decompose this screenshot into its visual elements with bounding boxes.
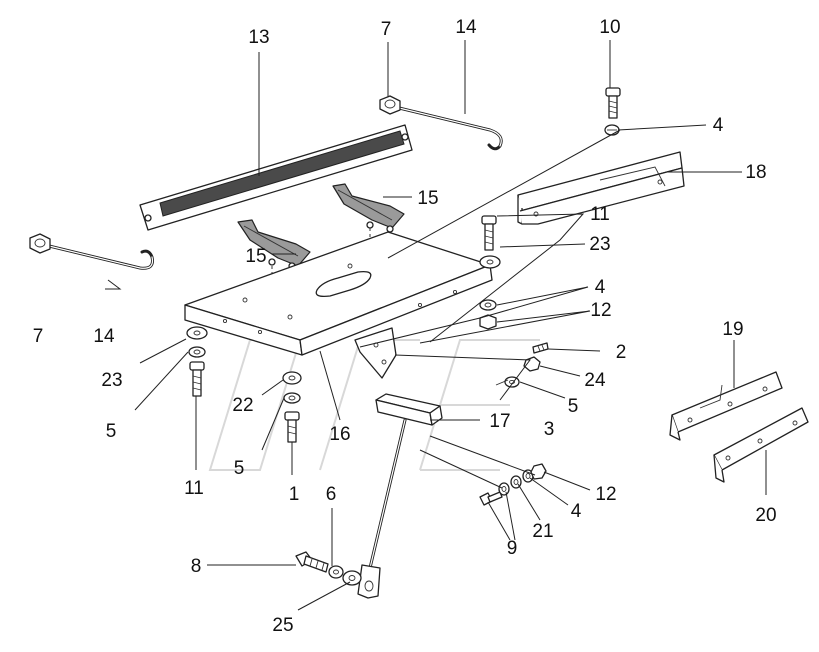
callout-20: 20 <box>755 505 776 526</box>
part-18-channel-bracket <box>517 151 685 225</box>
callout-3: 3 <box>544 419 555 440</box>
callout-7-top: 7 <box>381 19 392 40</box>
part-11-bolt-left <box>189 361 205 397</box>
callout-9: 9 <box>507 538 518 559</box>
part-11-bolt-right <box>481 215 497 251</box>
part-8-bolt <box>295 551 329 573</box>
part-4-washer-right <box>479 299 497 311</box>
callout-16: 16 <box>329 424 350 445</box>
part-6-washer <box>328 565 344 579</box>
part-3-bracket <box>354 327 397 379</box>
part-20-flat-bar <box>713 407 809 483</box>
callout-15-right: 15 <box>417 188 438 209</box>
callout-labels: 13 7 14 10 4 18 15 11 15 23 4 12 7 14 2 … <box>33 17 777 636</box>
part-14-j-hook-top <box>379 95 503 151</box>
callout-6: 6 <box>326 484 337 505</box>
callout-24: 24 <box>584 370 606 391</box>
callout-19: 19 <box>722 319 743 340</box>
base-plate-tray <box>184 231 493 356</box>
part-21-washer-a <box>498 482 510 496</box>
part-24-nut <box>523 356 541 372</box>
part-14-j-hook-left <box>29 233 154 270</box>
part-1-bolt <box>284 411 300 443</box>
callout-4-top: 4 <box>713 115 724 136</box>
callout-4-bottom: 4 <box>571 501 582 522</box>
part-10-bolt <box>605 87 621 119</box>
part-13-strip-bar <box>139 124 413 231</box>
part-23-washer-left <box>186 326 208 340</box>
callout-5-center: 5 <box>234 458 245 479</box>
callout-12-mid: 12 <box>590 300 611 321</box>
callout-25: 25 <box>272 615 293 636</box>
callout-11-left: 11 <box>184 478 204 499</box>
part-12-nut-right <box>479 314 497 330</box>
part-12-nut-bottom <box>530 463 547 480</box>
part-22-washer <box>282 371 302 385</box>
part-4-washer-bottom <box>522 469 534 483</box>
callout-12-bottom: 12 <box>595 484 616 505</box>
leader-lines <box>105 40 767 611</box>
part-4-washer-top <box>604 124 620 136</box>
callout-18: 18 <box>745 162 766 183</box>
part-5-washer-center <box>283 392 301 404</box>
callout-15-left: 15 <box>245 246 266 267</box>
callout-17: 17 <box>489 411 510 432</box>
callout-10: 10 <box>599 17 620 38</box>
small-pin <box>495 379 509 386</box>
part-25-washer <box>342 570 362 586</box>
part-17-angle-bracket <box>375 393 443 426</box>
callout-14-top: 14 <box>455 17 477 38</box>
callout-5-left: 5 <box>106 421 117 442</box>
callout-22: 22 <box>232 395 253 416</box>
part-7-nut-top <box>379 95 401 115</box>
callout-2: 2 <box>616 342 627 363</box>
callout-14-left: 14 <box>93 326 115 347</box>
part-19-angle-plate <box>669 371 783 441</box>
callout-7-left: 7 <box>33 326 44 347</box>
callout-4-mid: 4 <box>595 277 606 298</box>
callout-1: 1 <box>289 484 300 505</box>
part-9-bolt <box>479 491 503 506</box>
part-7-nut-left <box>29 233 51 254</box>
callout-8: 8 <box>191 556 202 577</box>
callout-21: 21 <box>532 521 553 542</box>
part-23-washer-right <box>479 255 501 269</box>
part-16-support-rod <box>357 418 407 599</box>
callout-23-right: 23 <box>589 234 610 255</box>
part-5-washer-right <box>504 376 520 388</box>
callout-11-right: 11 <box>590 204 610 225</box>
callout-13: 13 <box>248 27 269 48</box>
part-5-washer-left <box>188 346 206 358</box>
callout-23-left: 23 <box>101 370 122 391</box>
part-2-bolt <box>532 342 549 354</box>
callout-5-right: 5 <box>568 396 579 417</box>
